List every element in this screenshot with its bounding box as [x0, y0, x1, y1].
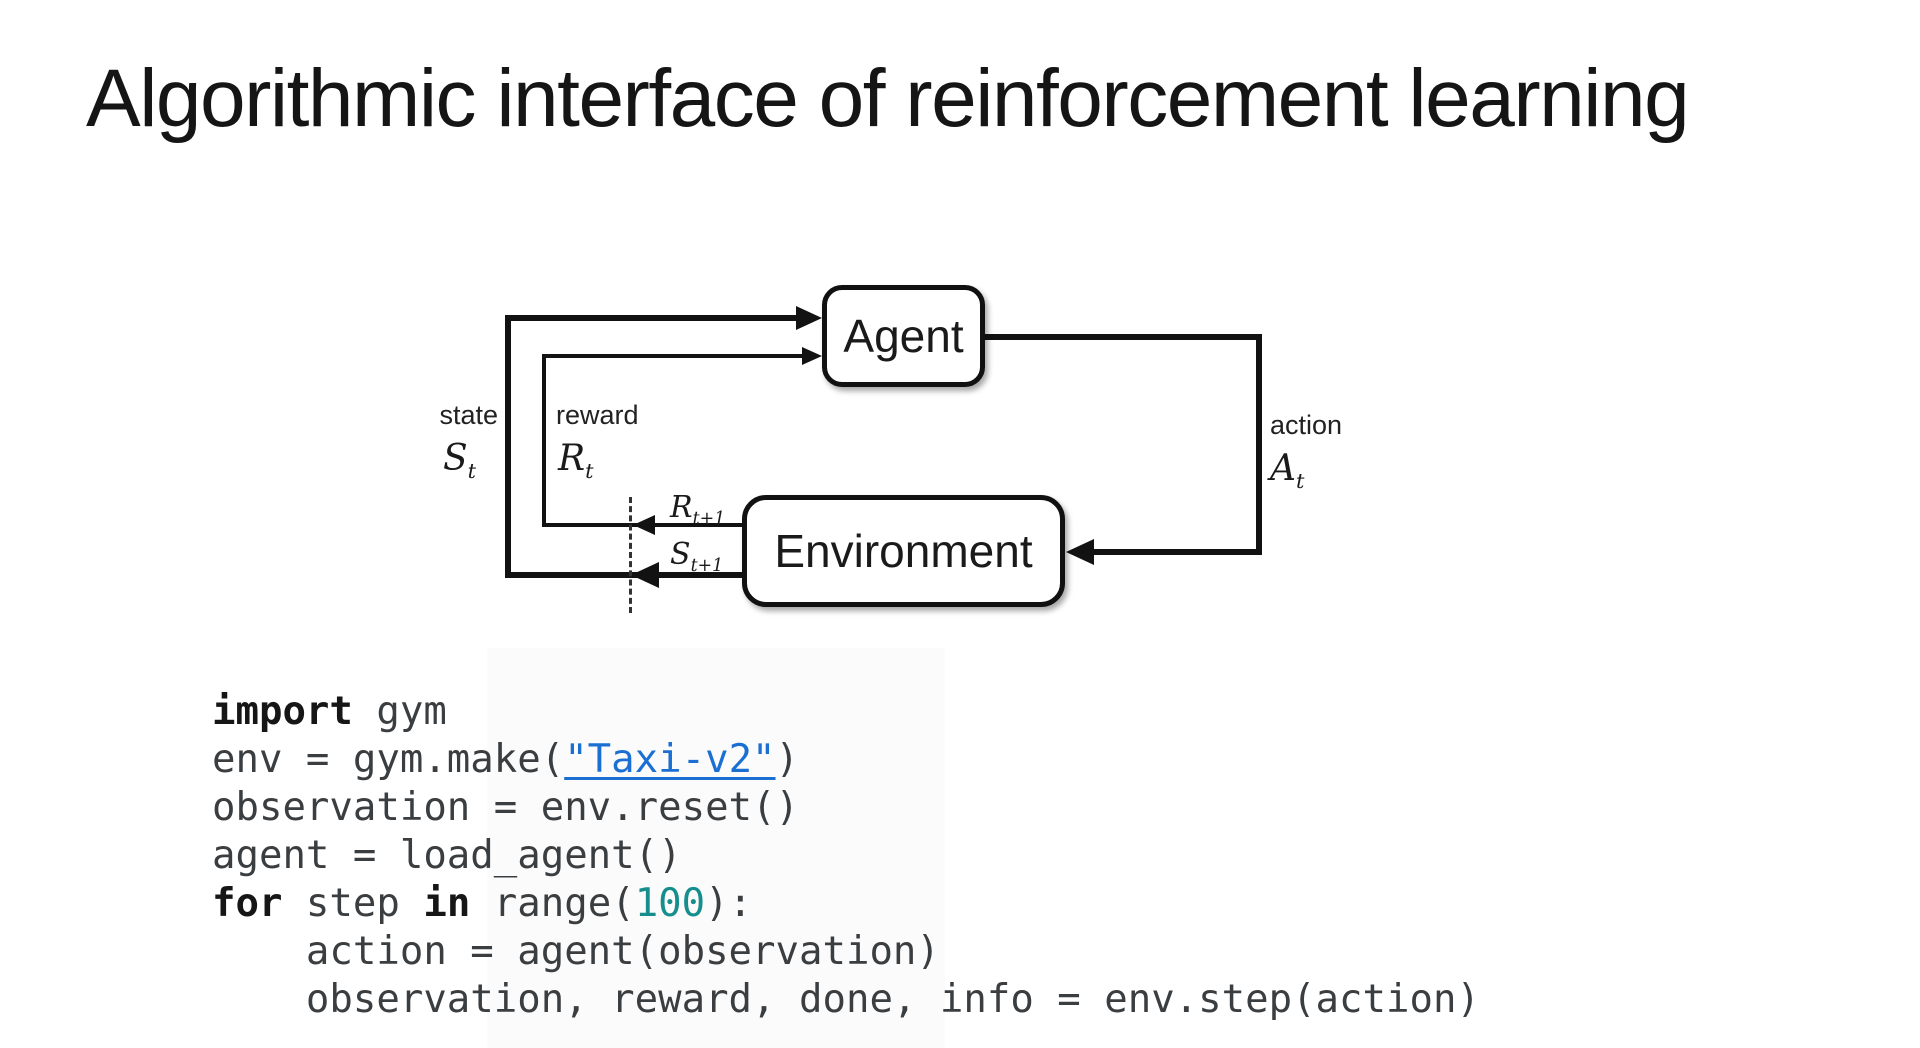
next-reward-arrowhead — [633, 515, 655, 535]
next-state-symbol: St+1 — [670, 537, 724, 576]
code-segment: agent = load_agent() — [212, 833, 682, 878]
reward-line-vertical — [542, 354, 546, 527]
code-segment: import — [212, 689, 353, 734]
code-line: for step in range(100): — [212, 880, 1480, 928]
code-segment: in — [423, 881, 471, 926]
state-line-bottom — [505, 572, 742, 578]
action-arrowhead-to-environment — [1066, 539, 1094, 565]
code-segment: observation, reward, done, info = env.st… — [212, 977, 1480, 1022]
environment-label: Environment — [774, 525, 1033, 577]
code-segment: 100 — [634, 881, 706, 926]
code-segment: observation = env.reset() — [212, 785, 799, 830]
code-line: agent = load_agent() — [212, 832, 1480, 880]
code-line: observation = env.reset() — [212, 784, 1480, 832]
action-line-top — [985, 334, 1262, 340]
reward-symbol: Rt — [558, 438, 594, 484]
agent-label: Agent — [843, 310, 964, 362]
state-line-vertical — [505, 315, 511, 578]
environment-box: Environment — [742, 495, 1065, 607]
action-label: action — [1270, 410, 1343, 440]
code-segment: range( — [470, 881, 635, 926]
code-line: action = agent(observation) — [212, 928, 1480, 976]
page-title: Algorithmic interface of reinforcement l… — [86, 53, 1690, 144]
code-segment: gym — [352, 689, 447, 734]
code-backdrop — [487, 648, 945, 1048]
code-line: import gym — [212, 688, 1480, 736]
agent-box: Agent — [822, 285, 985, 387]
code-segment: ): — [705, 881, 753, 926]
code-segment: action = agent(observation) — [212, 929, 940, 974]
action-line-bottom — [1092, 549, 1262, 555]
state-arrowhead-to-agent — [796, 306, 822, 330]
state-line-top — [505, 315, 797, 321]
reward-label: reward — [556, 400, 639, 430]
code-segment: for — [212, 881, 283, 926]
code-segment: env = gym.make( — [212, 737, 565, 782]
action-symbol: At — [1270, 448, 1305, 494]
reward-line-top — [542, 354, 802, 358]
next-state-arrowhead — [631, 562, 659, 588]
next-reward-symbol: Rt+1 — [670, 490, 726, 529]
action-line-vertical — [1256, 334, 1262, 555]
code-line: observation, reward, done, info = env.st… — [212, 976, 1480, 1024]
code-line: env = gym.make("Taxi-v2") — [212, 736, 1480, 784]
state-symbol: St — [443, 438, 477, 484]
code-segment: step — [282, 881, 424, 926]
state-label: state — [439, 400, 498, 430]
code-segment: ) — [775, 737, 800, 782]
timestep-dashed-line — [629, 497, 632, 613]
reward-arrowhead-to-agent — [802, 347, 822, 365]
taxi-v2-link[interactable]: "Taxi-v2" — [564, 737, 776, 782]
